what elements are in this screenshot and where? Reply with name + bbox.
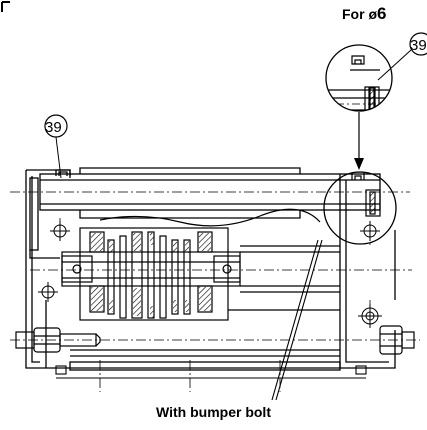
main-frame (25, 167, 396, 371)
piston-assembly (61, 208, 340, 321)
main-detail-circle (323, 171, 397, 245)
svg-text:39: 39 (45, 119, 62, 136)
corner-mark (1, 1, 10, 12)
hatched-sections (91, 233, 211, 318)
detail-arrow-head (354, 158, 364, 170)
leader-line-detail (377, 49, 412, 81)
detail-title: For ø6 (342, 4, 387, 23)
caption: With bumper bolt (156, 404, 271, 420)
detail-view: 39 (325, 32, 427, 170)
callout-main: 39 (44, 114, 68, 179)
bolt-holes (38, 221, 382, 328)
caption-leader (271, 239, 323, 401)
callout-number-detail: 39 (410, 37, 427, 54)
bumper-bolt (15, 325, 415, 355)
foot-screws (55, 365, 367, 379)
callout-circle-detail (409, 32, 427, 56)
